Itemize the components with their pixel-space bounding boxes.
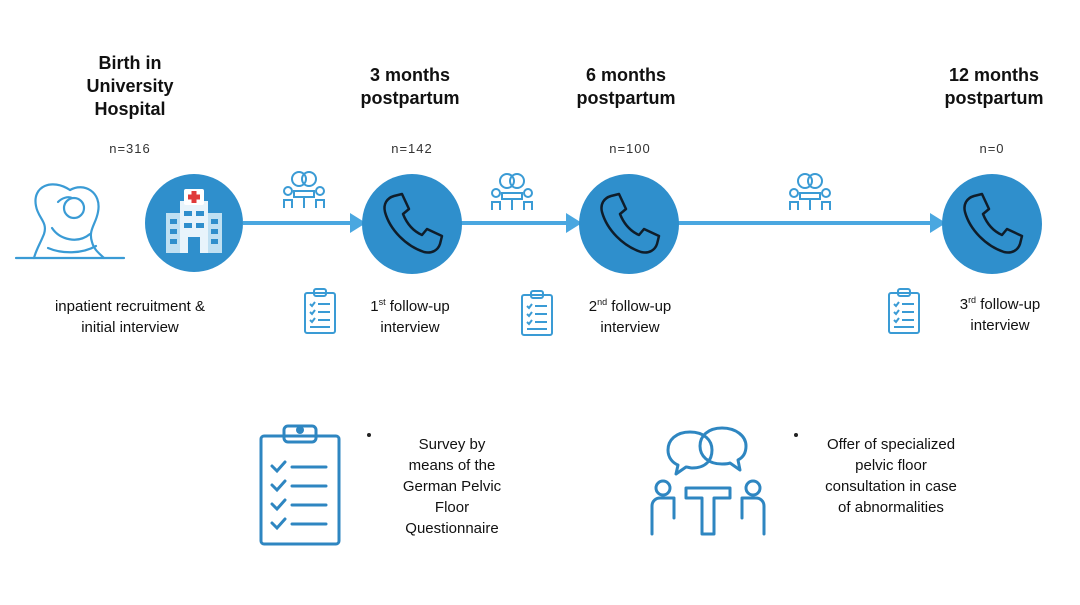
caption-sup: st (378, 297, 386, 307)
caption-line2: interview (970, 317, 1030, 334)
caption-12-months: 3rd follow-up interview (935, 290, 1065, 336)
caption-rest: follow-up (385, 298, 450, 315)
consultation-icon-small-2 (491, 173, 533, 210)
caption-birth: inpatient recruitment & initial intervie… (54, 298, 206, 336)
hospital-icon (145, 174, 243, 272)
stage-title-12-months: 12 months postpartum (944, 65, 1044, 108)
caption-num: 3 (959, 296, 969, 313)
caption-rest: follow-up (607, 298, 672, 315)
legend-survey-text: Survey by means of the German Pelvic Flo… (402, 436, 502, 537)
count-birth: n=316 (109, 141, 151, 156)
clipboard-icon-small-1 (304, 288, 336, 334)
caption-num: 1 (370, 298, 379, 315)
count-3-months: n=142 (391, 141, 433, 156)
consultation-icon-small-1 (283, 171, 325, 208)
clipboard-icon-small-2 (521, 290, 553, 336)
stage-title-3-months: 3 months postpartum (360, 65, 460, 108)
mother-child-icon (14, 183, 126, 260)
caption-sup: rd (968, 295, 977, 305)
stage-title-birth: Birth in University Hospital (86, 53, 174, 119)
count-12-months: n=0 (979, 141, 1005, 156)
legend-consultation-text: Offer of specialized pelvic floor consul… (825, 436, 957, 516)
clipboard-icon-large (259, 424, 341, 546)
caption-line2: interview (600, 319, 660, 336)
caption-sup: nd (597, 297, 608, 307)
caption-line2: interview (380, 319, 440, 336)
consultation-icon-large (650, 426, 766, 536)
phone-icon-6-months (579, 174, 679, 274)
consultation-icon-small-3 (789, 173, 831, 210)
caption-num: 2 (588, 298, 598, 315)
caption-6-months: 2nd follow-up interview (565, 292, 695, 338)
caption-3-months: 1st follow-up interview (345, 292, 475, 338)
count-6-months: n=100 (609, 141, 651, 156)
phone-icon-3-months (362, 174, 462, 274)
legend-bullet-survey (367, 433, 371, 437)
clipboard-icon-small-3 (888, 288, 920, 334)
phone-icon-12-months (942, 174, 1042, 274)
legend-bullet-consultation (794, 433, 798, 437)
caption-rest: follow-up (976, 296, 1041, 313)
stage-title-6-months: 6 months postpartum (576, 65, 676, 108)
